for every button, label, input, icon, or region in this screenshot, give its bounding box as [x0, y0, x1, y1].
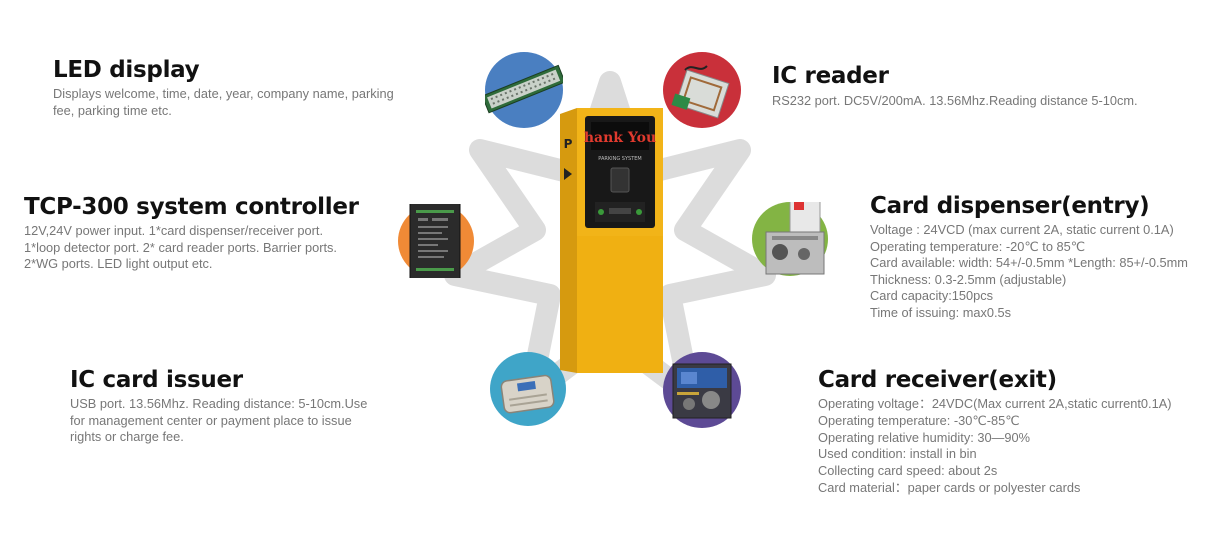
kiosk-screen-text: PARKING SYSTEM — [598, 156, 641, 162]
feature-system-controller: TCP-300 system controller 12V,24V power … — [24, 193, 359, 273]
parking-kiosk: hank You PARKING SYSTEM P — [560, 108, 663, 373]
desc-line: Time of issuing: max0.5s — [870, 304, 1012, 320]
desc-line: Card capacity:150pcs — [870, 288, 994, 303]
feature-title: IC card issuer — [70, 367, 243, 393]
desc-line: Operating temperature: -30℃-85℃ — [818, 412, 1020, 428]
feature-description: USB port. 13.56Mhz. Reading distance: 5-… — [70, 396, 367, 446]
desc-line: Used condition: install in bin — [818, 446, 977, 462]
system-controller-image — [398, 204, 474, 278]
led-display-image — [485, 52, 563, 128]
desc-line: rights or charge fee. — [70, 429, 184, 444]
desc-line: 1*loop detector port. 2* card reader por… — [24, 239, 337, 255]
feature-description: Operating voltage：24VDC(Max current 2A,s… — [818, 396, 1172, 497]
desc-line: Operating voltage：24VDC(Max current 2A,s… — [818, 396, 1172, 411]
feature-title: IC reader — [772, 63, 889, 89]
ic-reader-image — [663, 52, 741, 128]
feature-title: LED display — [53, 57, 200, 83]
feature-ic-card-issuer: IC card issuer USB port. 13.56Mhz. Readi… — [70, 366, 367, 446]
desc-line: 2*WG ports. LED light output etc. — [24, 256, 213, 271]
desc-line: for management center or payment place t… — [70, 412, 352, 428]
kiosk-side-letter: P — [564, 137, 573, 151]
feature-ic-reader: IC reader RS232 port. DC5V/200mA. 13.56M… — [772, 62, 1138, 110]
feature-led-display: LED display Displays welcome, time, date… — [53, 56, 394, 119]
desc-line: Collecting card speed: about 2s — [818, 463, 998, 479]
desc-line: Operating temperature: -20℃ to 85℃ — [870, 238, 1086, 254]
feature-description: RS232 port. DC5V/200mA. 13.56Mhz.Reading… — [772, 93, 1138, 110]
feature-card-receiver: Card receiver(exit) Operating voltage：24… — [818, 366, 1172, 497]
desc-line: Displays welcome, time, date, year, comp… — [53, 86, 394, 101]
desc-line: fee, parking time etc. — [53, 102, 172, 118]
desc-line: USB port. 13.56Mhz. Reading distance: 5-… — [70, 396, 368, 411]
feature-description: Voltage : 24VCD (max current 2A, static … — [870, 222, 1188, 321]
card-dispenser-image — [752, 202, 828, 276]
desc-line: RS232 port. DC5V/200mA. 13.56Mhz.Reading… — [772, 93, 1138, 108]
desc-line: Operating relative humidity: 30—90% — [818, 429, 1030, 445]
desc-line: Voltage : 24VCD (max current 2A, static … — [870, 222, 1174, 237]
desc-line: Thickness: 0.3-2.5mm (adjustable) — [870, 271, 1067, 287]
feature-title: Card receiver(exit) — [818, 367, 1057, 393]
feature-description: 12V,24V power input. 1*card dispenser/re… — [24, 223, 359, 273]
desc-line: Card available: width: 54+/-0.5mm *Lengt… — [870, 255, 1188, 270]
ic-card-issuer-image — [490, 352, 566, 426]
desc-line: Card material：paper cards or polyester c… — [818, 479, 1081, 495]
feature-title: Card dispenser(entry) — [870, 193, 1150, 219]
kiosk-led-text: hank You — [584, 130, 656, 146]
card-receiver-image — [663, 352, 741, 428]
desc-line: 12V,24V power input. 1*card dispenser/re… — [24, 223, 324, 238]
feature-description: Displays welcome, time, date, year, comp… — [53, 86, 394, 119]
feature-card-dispenser: Card dispenser(entry) Voltage : 24VCD (m… — [870, 192, 1188, 321]
feature-title: TCP-300 system controller — [24, 194, 359, 220]
